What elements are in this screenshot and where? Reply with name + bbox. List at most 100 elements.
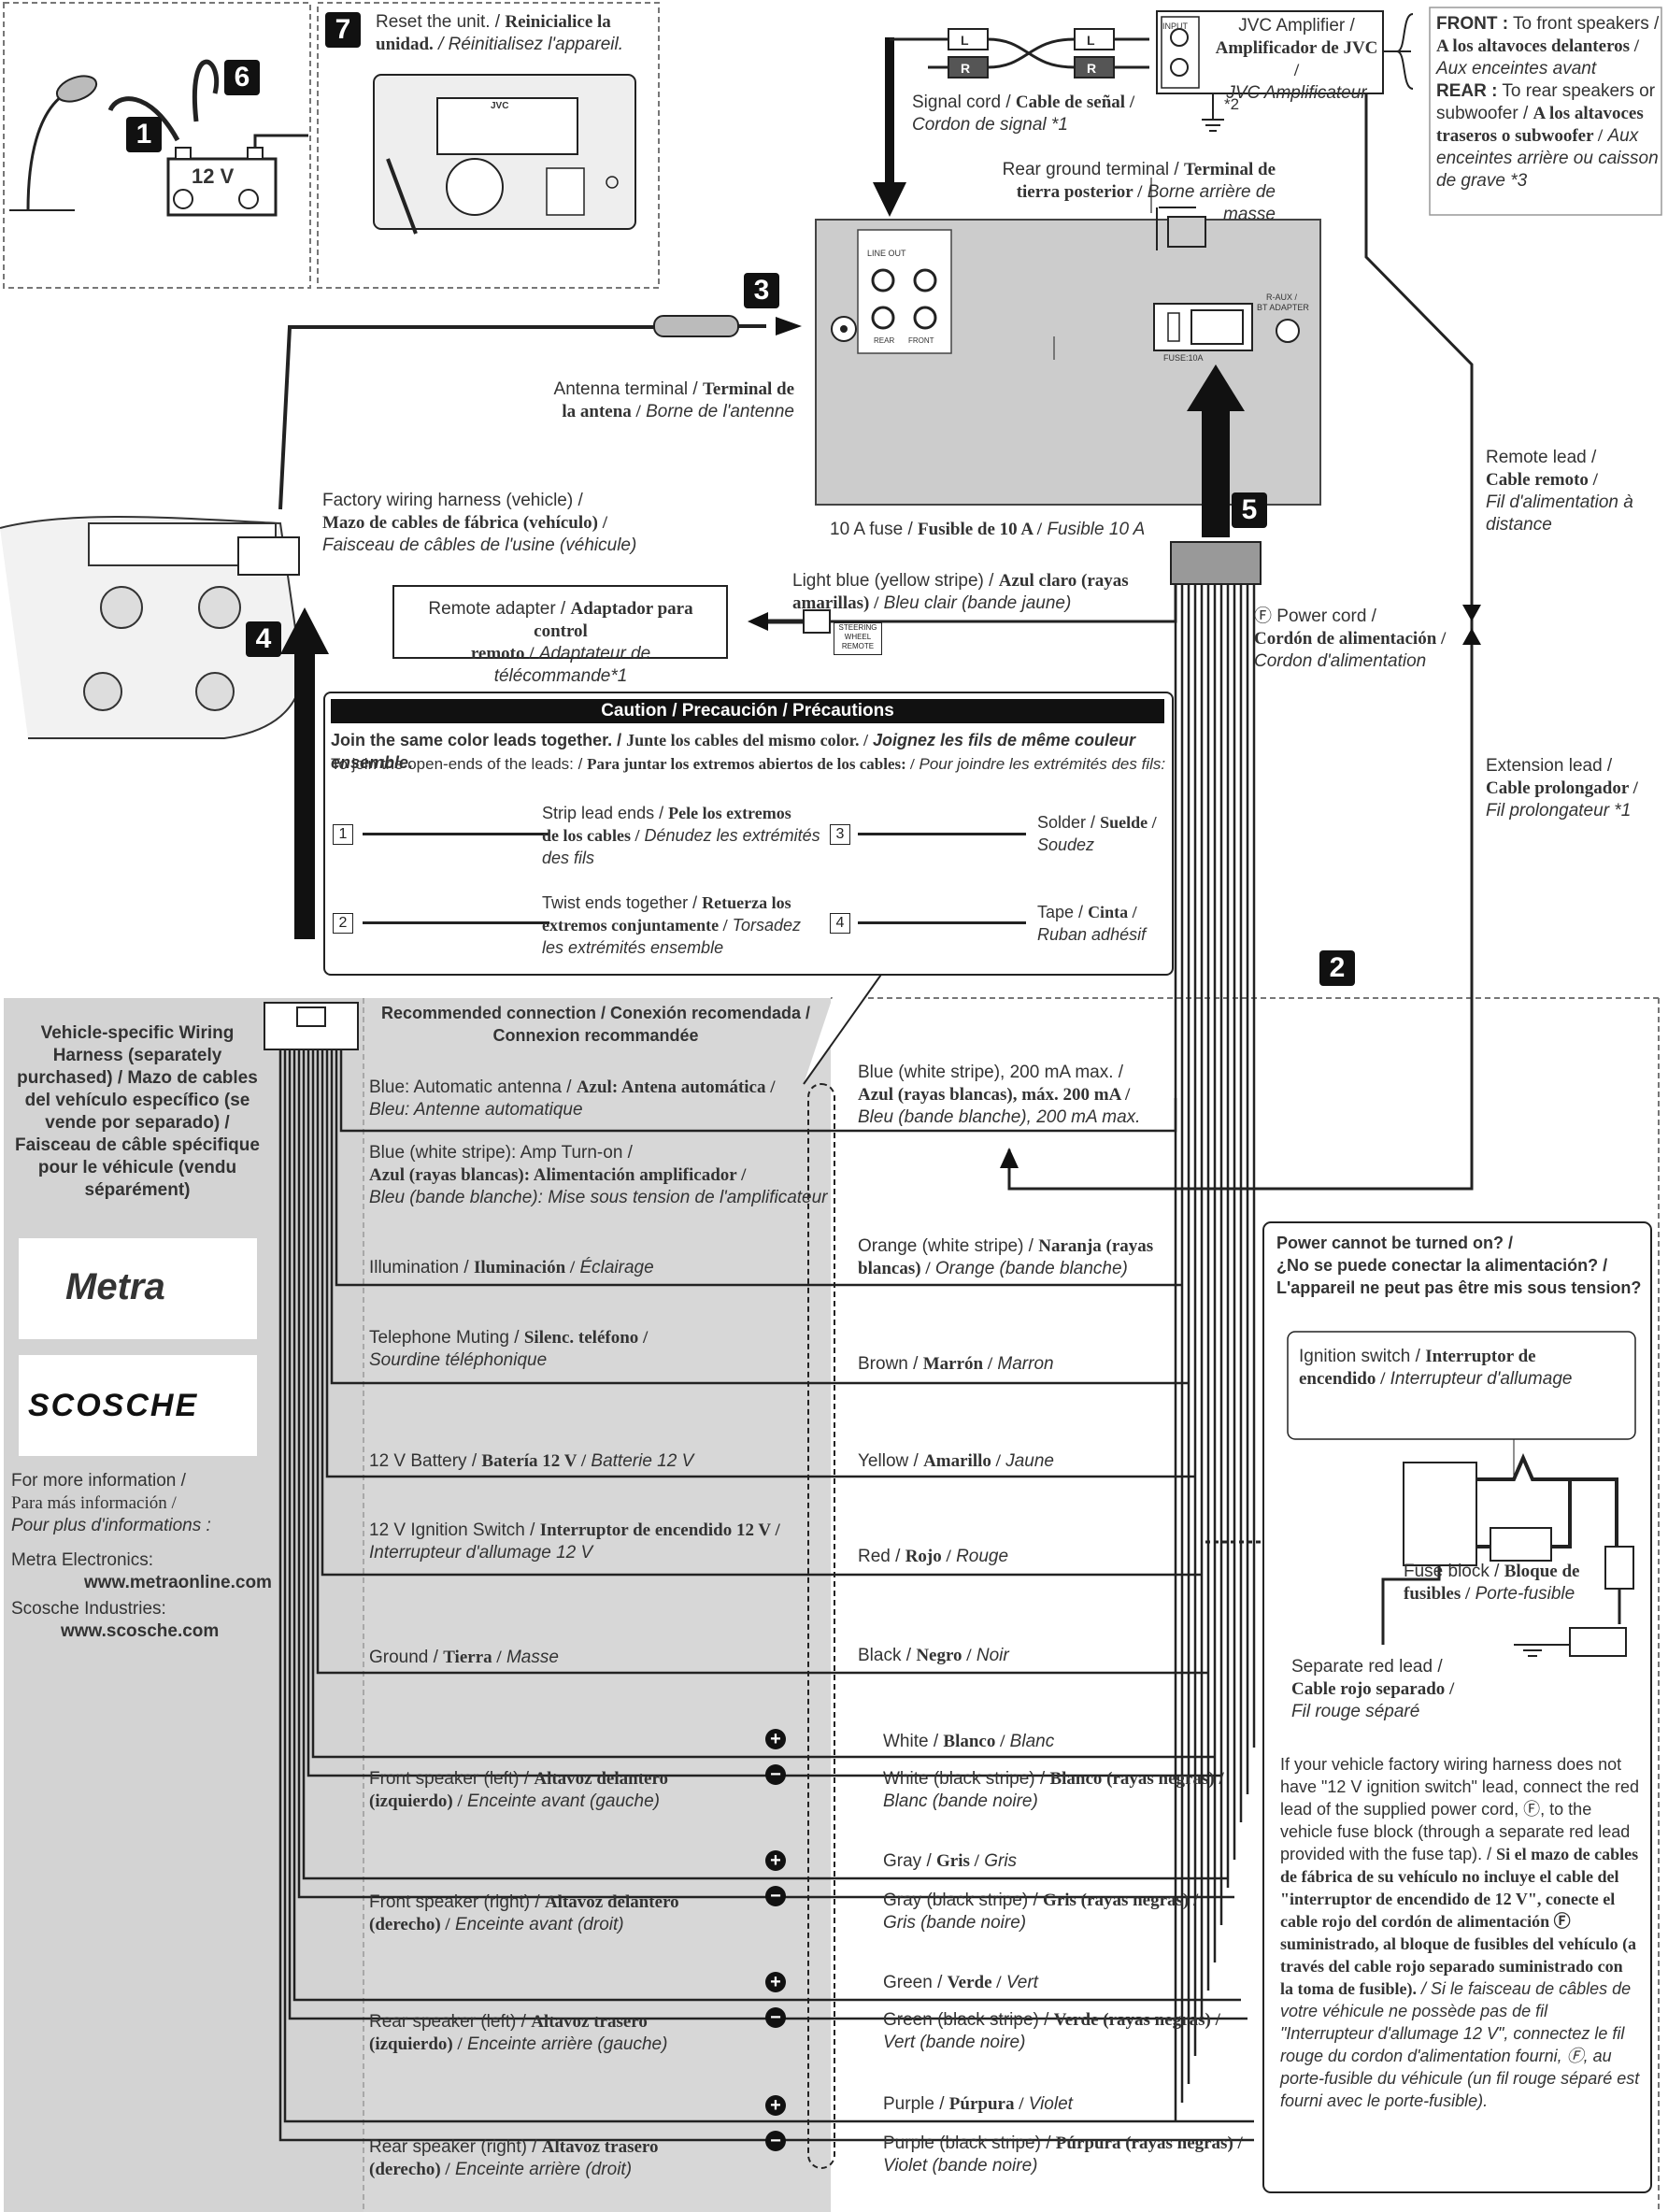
plus-marker-rear-right: + <box>765 2095 786 2116</box>
left-label-ground: Ground / Tierra / Masse <box>369 1648 559 1667</box>
right-label-purple-black: Purple (black stripe) / Púrpura (rayas n… <box>883 2134 1243 2176</box>
amp-input-label: INPUT <box>1162 21 1188 31</box>
minus-marker-front-right: − <box>765 1886 786 1906</box>
left-label-front-left: Front speaker (left) / Altavoz delantero… <box>369 1769 669 1811</box>
minus-marker-rear-right: − <box>765 2131 786 2151</box>
more-info: For more information / Para más informac… <box>11 1471 211 1535</box>
caution-step-2: 2 <box>333 913 353 934</box>
step-6-badge: 6 <box>224 60 260 95</box>
left-label-battery: 12 V Battery / Batería 12 V / Batterie 1… <box>369 1451 694 1471</box>
plus-marker-front-left: + <box>765 1729 786 1749</box>
remote-adapter-box: Remote adapter / Adaptador para control … <box>392 585 728 686</box>
rca-r-label: R <box>961 61 971 76</box>
metra-company: Metra Electronics: <box>11 1550 154 1570</box>
remote-lead-label: Remote lead / Cable remoto / Fil d'alime… <box>1486 448 1633 535</box>
twist-illustration <box>363 921 549 924</box>
front-label: FRONT <box>908 336 934 345</box>
rca-r-label-2: R <box>1087 61 1097 76</box>
fuse-block-label: Fuse block / Bloque de fusibles / Porte-… <box>1404 1562 1580 1604</box>
step-2-badge: 2 <box>1319 950 1355 986</box>
rca-l-label-2: L <box>1087 33 1095 48</box>
left-label-amp-turn-on: Blue (white stripe): Amp Turn-on /Azul (… <box>369 1143 828 1207</box>
plus-marker-rear-left: + <box>765 1972 786 1992</box>
metra-logo: Metra <box>19 1238 257 1339</box>
jvc-logo: JVC <box>491 101 509 111</box>
power-cord-label: Ⓕ Power cord / Cordón de alimentación / … <box>1254 607 1447 671</box>
fuse-10a-label: 10 A fuse / Fusible de 10 A / Fusible 10… <box>830 520 1146 539</box>
step-1-badge: 1 <box>126 117 162 152</box>
rear-label: REAR <box>874 336 895 345</box>
caution-box: Caution / Precaución / Précautions Join … <box>323 692 1174 976</box>
rca-l-label: L <box>961 33 969 48</box>
solder-illustration <box>858 833 1026 835</box>
caution-step-4: 4 <box>830 913 850 934</box>
caution-title: Caution / Precaución / Précautions <box>331 699 1164 723</box>
bt-adapter-label: BT ADAPTER <box>1257 303 1309 312</box>
light-blue-lead-label: Light blue (yellow stripe) / Azul claro … <box>792 571 1129 613</box>
speakers-note: FRONT : To front speakers / A los altavo… <box>1436 14 1660 191</box>
caution-step-3: 3 <box>830 824 850 845</box>
right-label-black: Black / Negro / Noir <box>858 1646 1009 1665</box>
left-label-front-right: Front speaker (right) / Altavoz delanter… <box>369 1892 679 1934</box>
vehicle-harness-title: Vehicle-specific Wiring Harness (separat… <box>15 1023 260 1200</box>
antenna-terminal-label: Antenna terminal / Terminal de la antena… <box>553 379 794 421</box>
right-label-green-black: Green (black stripe) / Verde (rayas negr… <box>883 2010 1220 2052</box>
strip-label: Strip lead ends / Pele los extremos de l… <box>542 804 820 867</box>
separate-red-lead-label: Separate red lead / Cable rojo separado … <box>1291 1657 1455 1721</box>
strip-illustration <box>363 833 549 835</box>
right-label-gray-black: Gray (black stripe) / Gris (rayas negras… <box>883 1891 1199 1933</box>
power-box-explanation: If your vehicle factory wiring harness d… <box>1280 1755 1640 2110</box>
metra-url[interactable]: www.metraonline.com <box>84 1573 272 1592</box>
right-label-green: Green / Verde / Vert <box>883 1973 1038 1992</box>
step-4-badge: 4 <box>246 621 281 657</box>
signal-cord-label: Signal cord / Cable de señal / Cordon de… <box>912 93 1135 135</box>
minus-marker-rear-left: − <box>765 2007 786 2028</box>
scosche-url[interactable]: www.scosche.com <box>61 1621 220 1641</box>
right-label-yellow: Yellow / Amarillo / Jaune <box>858 1451 1054 1471</box>
power-box-title: Power cannot be turned on? /¿No se puede… <box>1276 1234 1642 1297</box>
amp-ground-note: *2 <box>1224 95 1240 113</box>
scosche-logo: SCOSCHE <box>19 1355 257 1456</box>
plus-marker-front-right: + <box>765 1850 786 1871</box>
left-label-rear-left: Rear speaker (left) / Altavoz trasero(iz… <box>369 2012 668 2054</box>
minus-marker-front-left: − <box>765 1764 786 1785</box>
left-label-rear-right: Rear speaker (right) / Altavoz trasero(d… <box>369 2137 659 2179</box>
raux-label: R-AUX / <box>1266 293 1298 302</box>
right-label-red: Red / Rojo / Rouge <box>858 1547 1009 1566</box>
caution-open-ends: To join the open-ends of the leads: / Pa… <box>331 755 1166 773</box>
rear-ground-label: Rear ground terminal / Terminal de tierr… <box>1002 160 1276 224</box>
right-label-gray: Gray / Gris / Gris <box>883 1851 1018 1871</box>
right-label-blue-white: Blue (white stripe), 200 mA max. /Azul (… <box>858 1063 1141 1127</box>
left-label-illumination: Illumination / Iluminación / Éclairage <box>369 1258 654 1277</box>
line-out-label: LINE OUT <box>867 249 906 258</box>
left-label-blue-antenna: Blue: Automatic antenna / Azul: Antena a… <box>369 1077 776 1120</box>
ignition-switch-label: Ignition switch / Interruptor de encendi… <box>1299 1347 1573 1389</box>
step-7-badge: 7 <box>325 12 361 48</box>
fuse-rating-label: FUSE:10A <box>1163 353 1204 363</box>
amp-label: JVC Amplifier / Amplificador de JVC / JV… <box>1215 16 1378 103</box>
caution-step-1: 1 <box>333 824 353 845</box>
left-label-ignition: 12 V Ignition Switch / Interruptor de en… <box>369 1520 780 1563</box>
right-label-white-black: White (black stripe) / Blanco (rayas neg… <box>883 1769 1224 1811</box>
right-label-white: White / Blanco / Blanc <box>883 1732 1055 1751</box>
twist-label: Twist ends together / Retuerza los extre… <box>542 893 802 957</box>
recommended-connection-title: Recommended connection / Conexión recome… <box>380 1004 811 1045</box>
reset-instruction: Reset the unit. / Reinicialice la unidad… <box>376 12 624 54</box>
step-5-badge: 5 <box>1232 492 1267 528</box>
right-label-brown: Brown / Marrón / Marron <box>858 1354 1054 1374</box>
solder-label: Solder / Suelde / Soudez <box>1037 813 1157 854</box>
tape-label: Tape / Cinta / Ruban adhésif <box>1037 903 1147 944</box>
caution-join: Join the same color leads together. / Ju… <box>331 731 1136 772</box>
right-label-purple: Purple / Púrpura / Violet <box>883 2094 1073 2114</box>
step-3-badge: 3 <box>744 273 779 308</box>
scosche-company: Scosche Industries: <box>11 1599 166 1619</box>
remote-adapter-label: Remote adapter / Adaptador para control … <box>428 599 693 686</box>
tape-illustration <box>858 921 1026 924</box>
left-label-telephone-muting: Telephone Muting / Silenc. teléfono /Sou… <box>369 1328 649 1370</box>
battery-voltage: 12 V <box>192 164 235 188</box>
factory-harness-label: Factory wiring harness (vehicle) / Mazo … <box>322 491 637 555</box>
extension-lead-label: Extension lead / Cable prolongador / Fil… <box>1486 756 1638 821</box>
